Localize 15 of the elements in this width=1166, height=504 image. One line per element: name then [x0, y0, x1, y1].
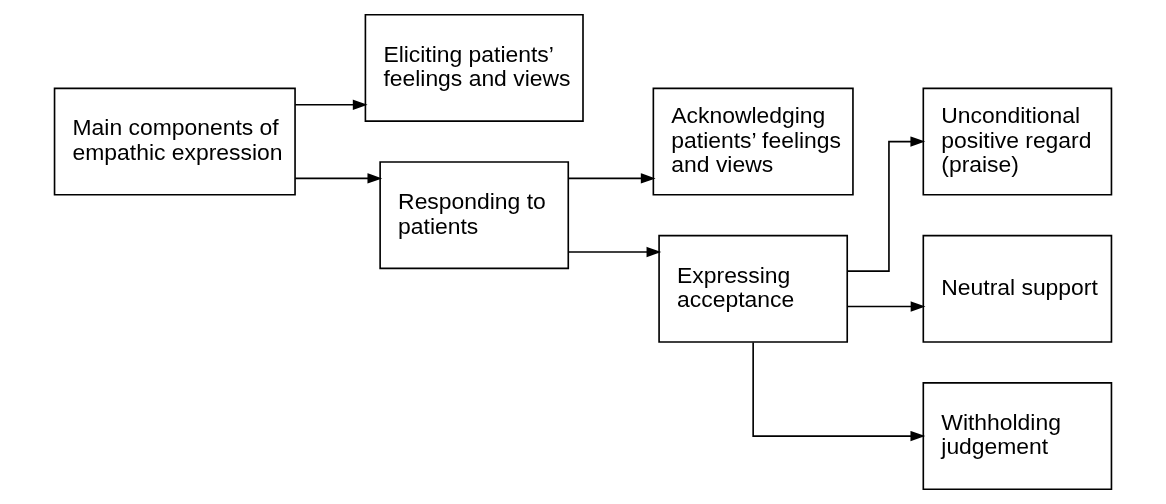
arrow: [752, 341, 926, 442]
arrow: [294, 173, 383, 184]
node-box: Unconditional positive regard (praise): [922, 87, 1113, 196]
arrow: [294, 99, 368, 110]
arrow: [846, 301, 926, 312]
arrow: [567, 173, 656, 184]
node-box: Responding to patients: [379, 161, 570, 270]
node-box: Eliciting patients’ feelings and views: [364, 13, 584, 122]
node-box: Acknowledging patients’ feelings and views: [652, 87, 854, 196]
node-box: Main components of empathic expression: [53, 87, 296, 196]
node-box: Neutral support: [922, 234, 1113, 343]
node-box: Expressing acceptance: [658, 234, 849, 343]
arrow: [567, 246, 662, 258]
node-box: Withholding judgement: [922, 382, 1113, 491]
arrow: [846, 136, 926, 272]
